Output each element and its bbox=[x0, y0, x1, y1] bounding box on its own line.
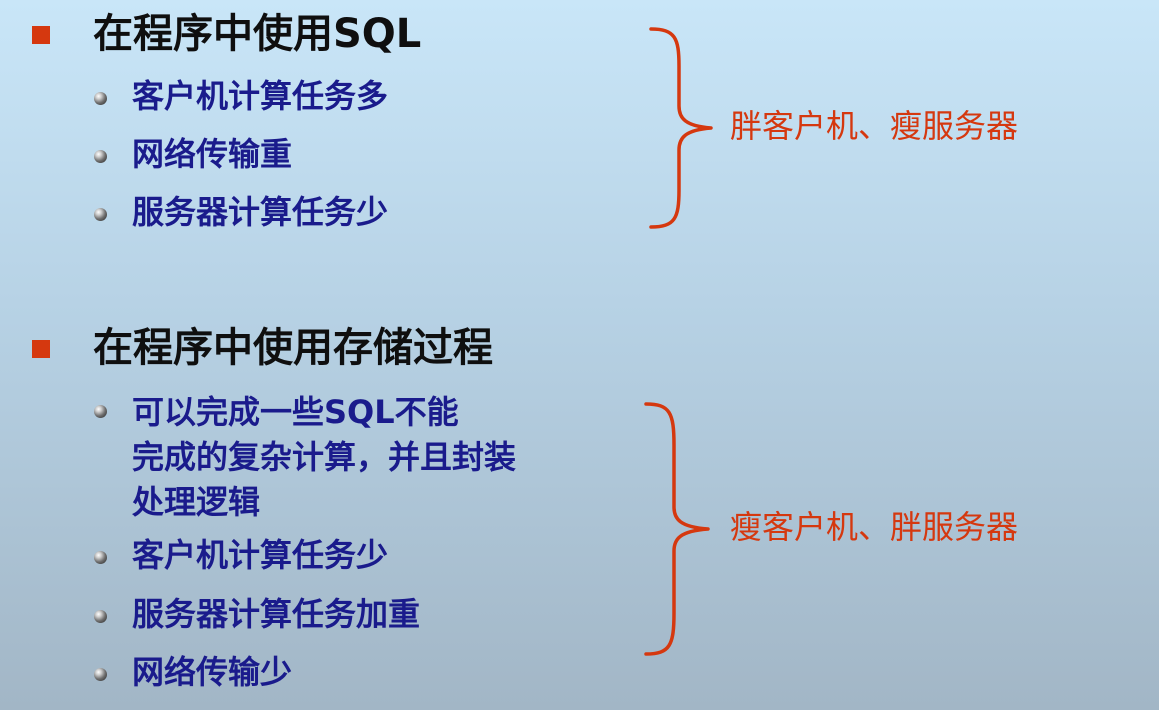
square-bullet-icon bbox=[32, 340, 50, 358]
section2-item: 服务器计算任务加重 bbox=[132, 595, 421, 633]
section1-item: 网络传输重 bbox=[132, 135, 293, 173]
section2-title: 在程序中使用存储过程 bbox=[93, 325, 493, 371]
section2-item-line: 完成的复杂计算，并且封装 bbox=[132, 438, 517, 476]
sphere-bullet-icon bbox=[94, 92, 107, 105]
sphere-bullet-icon bbox=[94, 405, 107, 418]
sphere-bullet-icon bbox=[94, 551, 107, 564]
sphere-bullet-icon bbox=[94, 150, 107, 163]
section2-brace-label: 瘦客户机、胖服务器 bbox=[730, 508, 1019, 546]
section1-item: 客户机计算任务多 bbox=[132, 77, 389, 115]
section2-item-multiline: 可以完成一些SQL不能 完成的复杂计算，并且封装 处理逻辑 bbox=[132, 390, 592, 525]
section1-brace-label: 胖客户机、瘦服务器 bbox=[730, 107, 1019, 145]
curly-brace-icon bbox=[644, 402, 710, 656]
square-bullet-icon bbox=[32, 26, 50, 44]
section2-item: 网络传输少 bbox=[132, 653, 293, 691]
curly-brace-icon bbox=[649, 27, 713, 229]
section2-item: 客户机计算任务少 bbox=[132, 536, 389, 574]
sphere-bullet-icon bbox=[94, 668, 107, 681]
section1-item: 服务器计算任务少 bbox=[132, 193, 389, 231]
section1-title: 在程序中使用SQL bbox=[93, 11, 422, 57]
sphere-bullet-icon bbox=[94, 610, 107, 623]
sphere-bullet-icon bbox=[94, 208, 107, 221]
section2-item-line: 可以完成一些SQL不能 bbox=[132, 393, 459, 431]
section2-item-line: 处理逻辑 bbox=[132, 483, 261, 521]
